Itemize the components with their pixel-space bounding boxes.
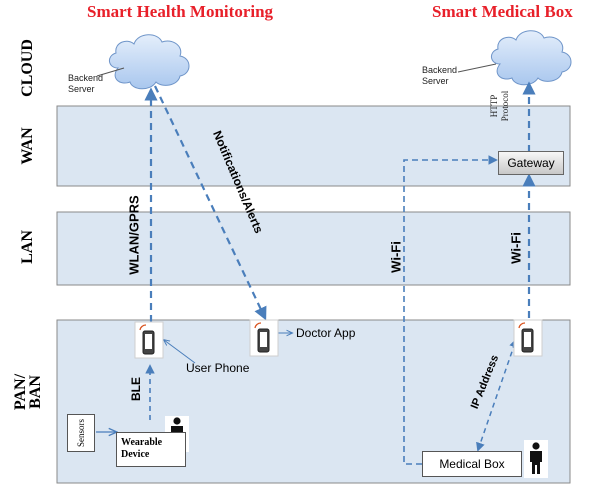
cloud-icon-left [109,34,190,90]
doctor-app-label: Doctor App [296,326,356,340]
sensors-box: Sensors [67,414,95,452]
backend-right-pointer [457,63,497,73]
wearable-device-label: Wearable Device [121,437,163,460]
gateway-box: Gateway [498,151,564,175]
medical-box-label: Medical Box [439,457,505,471]
wifi-left-link [403,155,498,465]
http-protocol-label: HTTP Protocol [489,90,510,122]
ble-label: BLE [129,377,143,401]
wan-band [56,105,571,187]
title-smart-health-monitoring: Smart Health Monitoring [87,2,274,21]
wlan-gprs-label: WLAN/GPRS [126,195,142,275]
backend-left-pointer [96,67,125,77]
ip-address-link [476,338,518,452]
lan-band [56,211,571,286]
phone-icon-user [134,321,164,359]
title-smart-medical-box: Smart Medical Box [432,2,573,21]
wearable-device-box: Wearable Device [116,432,186,467]
layer-label-cloud: CLOUD [19,39,36,97]
notifications-link [154,85,267,321]
backend-server-label-left: Backend Server [68,73,104,94]
layer-label-wan: WAN [19,127,36,165]
phone-icon-box [513,319,543,357]
layer-label-pan-ban: PAN/ BAN [12,373,44,411]
backend-server-label-right: Backend Server [422,65,458,86]
wifi-left-label: Wi-Fi [388,241,404,273]
cloud-icon-right [491,30,572,86]
user-phone-pointer [164,340,196,364]
person-icon-medical [524,440,548,478]
gateway-label: Gateway [507,156,555,170]
phone-icon-doctor [249,319,279,357]
wifi-right-label: Wi-Fi [508,232,524,264]
user-phone-label: User Phone [186,361,250,375]
sensors-label: Sensors [76,418,86,448]
medical-box: Medical Box [422,451,522,477]
layer-label-lan: LAN [19,230,36,264]
